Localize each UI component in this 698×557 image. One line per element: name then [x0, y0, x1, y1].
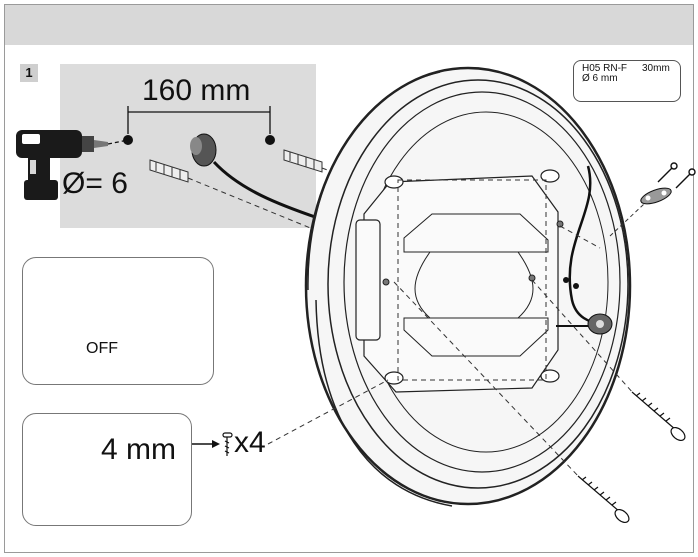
switch-off-label: OFF: [86, 340, 118, 357]
cable-type-label: H05 RN-F: [582, 63, 628, 74]
cable-spec-box: H05 RN-F Ø 6 mm 30mm: [573, 60, 681, 102]
screw-depth-box: [22, 413, 192, 526]
screw-quantity-label: x4: [234, 426, 266, 459]
terminal-block-icon: [587, 313, 613, 335]
clamp-screw-icon: [657, 162, 696, 189]
fixing-screw-icon: [631, 391, 686, 442]
luminaire-base: [304, 66, 632, 507]
hole-spacing-label: 160 mm: [142, 74, 251, 107]
cable-grommet-icon: [190, 133, 217, 167]
wall-anchor-right-icon: [283, 149, 323, 173]
arrow-right-icon: [192, 440, 220, 448]
cable-diameter-label: Ø 6 mm: [582, 73, 618, 84]
small-screw-icon: [222, 432, 233, 456]
header-band: [5, 5, 693, 45]
strip-length-label: 30mm: [642, 63, 670, 74]
drill-icon: [16, 130, 108, 200]
screw-gap-label: 4 mm: [101, 433, 176, 466]
safety-warning-box: [22, 257, 214, 385]
dimension-bracket: [127, 106, 271, 134]
drill-diameter-label: Ø= 6: [62, 167, 128, 200]
wall-anchor-left-icon: [149, 159, 189, 183]
fixing-screw-icon: [577, 475, 630, 524]
step-number: 1: [20, 64, 38, 82]
cable-clamp-icon: [640, 187, 672, 205]
